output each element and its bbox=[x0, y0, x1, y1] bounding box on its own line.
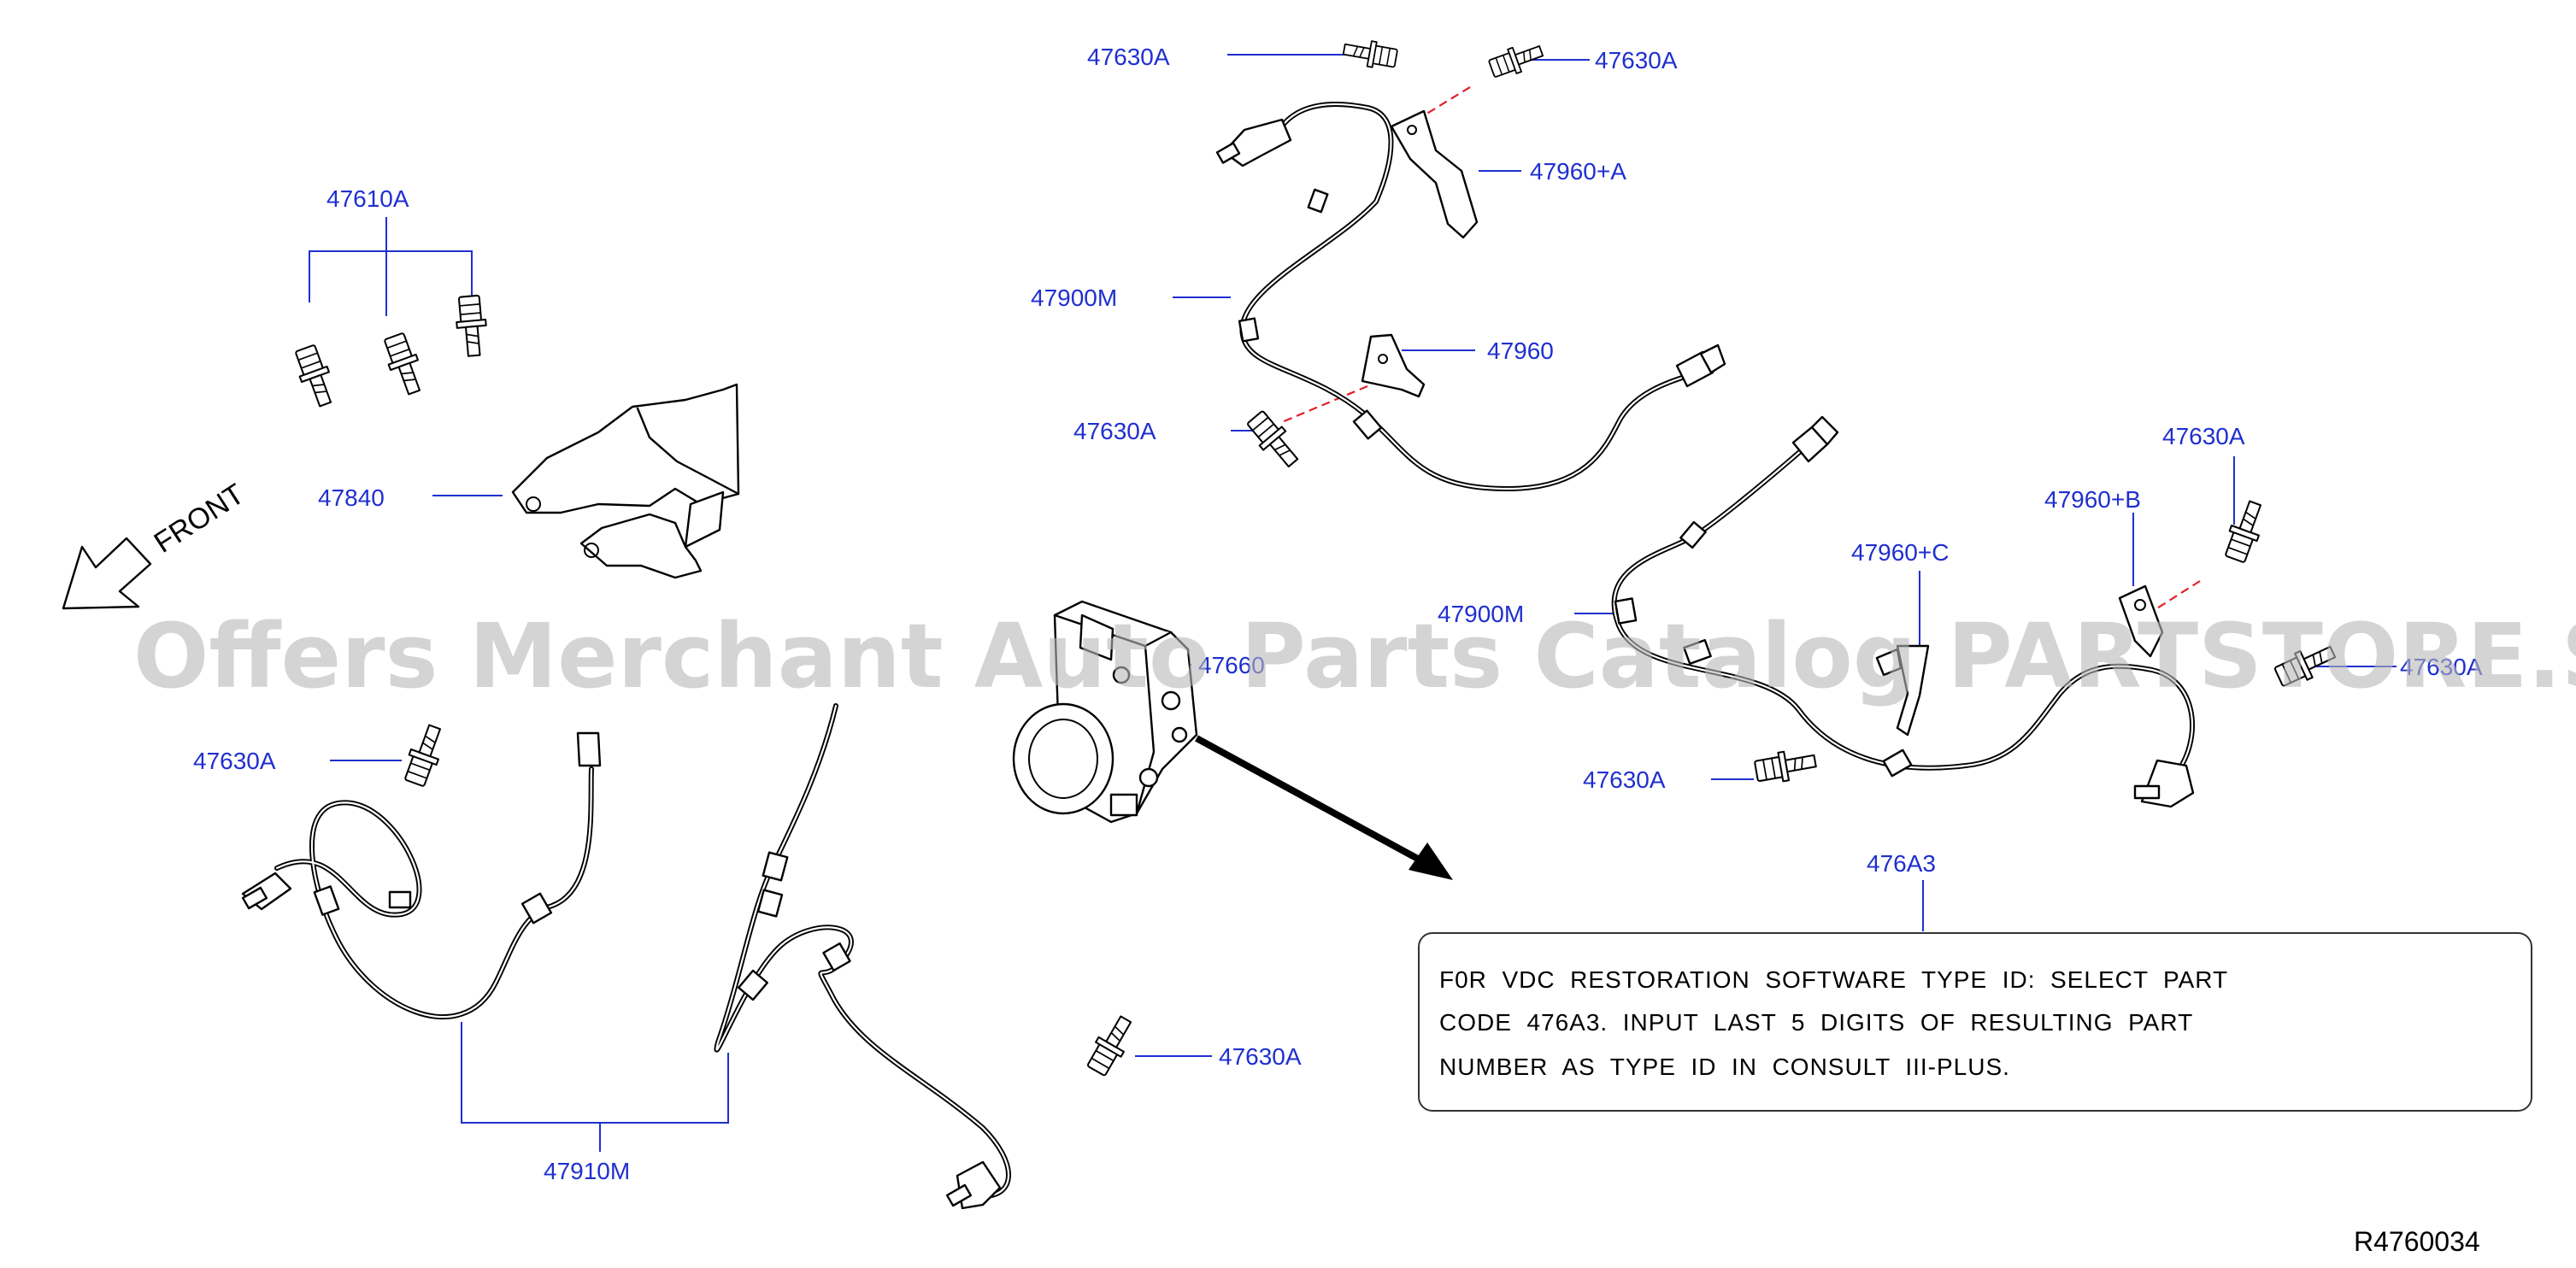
bracket-47840 bbox=[511, 383, 740, 579]
front-wheel-sensor-upper bbox=[1215, 102, 1726, 491]
bolt-icon bbox=[290, 342, 340, 410]
diagram-reference-number: R4760034 bbox=[2354, 1226, 2480, 1257]
label-bracket-c[interactable]: 47960+C bbox=[1851, 539, 1949, 566]
bolt-icon bbox=[453, 294, 490, 358]
note-line-2: CODE 476A3. INPUT LAST 5 DIGITS OF RESUL… bbox=[1439, 1009, 2193, 1036]
label-bracket-b[interactable]: 47960+B bbox=[2044, 486, 2141, 513]
bracket-47960 bbox=[1361, 333, 1426, 398]
abs-actuator-unit bbox=[1012, 600, 1198, 824]
bolt-icon bbox=[1341, 35, 1399, 73]
label-bolt-right-lower[interactable]: 47630A bbox=[1583, 766, 1666, 793]
label-rear-bolt-right[interactable]: 47630A bbox=[2162, 423, 2245, 449]
label-sensor-right[interactable]: 47900M bbox=[1438, 601, 1524, 627]
label-bolt-top-right[interactable]: 47630A bbox=[1595, 47, 1678, 73]
bracket-47960c bbox=[1875, 644, 1930, 737]
label-front-sensor-upper[interactable]: 47900M bbox=[1031, 285, 1117, 311]
label-bolt-top-left[interactable]: 47630A bbox=[1087, 44, 1170, 70]
bolt-icon bbox=[1243, 407, 1306, 473]
label-bolt-set[interactable]: 47610A bbox=[326, 185, 409, 212]
front-arrow: FRONT bbox=[62, 478, 250, 610]
direction-arrow bbox=[1195, 735, 1453, 880]
label-bolt-mid-left[interactable]: 47630A bbox=[1073, 418, 1156, 444]
label-rear-sensors[interactable]: 47910M bbox=[544, 1158, 630, 1184]
bolt-icon bbox=[379, 330, 429, 398]
front-wheel-sensor-right bbox=[1611, 415, 2195, 808]
watermark: Offers Merchant Auto Parts Catalog PARTS… bbox=[133, 604, 2576, 708]
note-line-1: F0R VDC RESTORATION SOFTWARE TYPE ID: SE… bbox=[1439, 966, 2228, 993]
part-labels: 47630A 47630A 47960+A 47610A 47900M 4796… bbox=[193, 44, 2483, 1184]
label-bolt-right-side[interactable]: 47630A bbox=[2400, 654, 2483, 680]
bolt-icon bbox=[1752, 745, 1819, 787]
label-actuator[interactable]: 47660 bbox=[1198, 652, 1265, 678]
label-bracket-47840[interactable]: 47840 bbox=[318, 484, 385, 511]
bolt-icon bbox=[2220, 497, 2270, 566]
rear-wheel-sensor-left bbox=[241, 731, 602, 1019]
bolt-icon bbox=[399, 721, 450, 790]
note-line-3: NUMBER AS TYPE ID IN CONSULT III-PLUS. bbox=[1439, 1054, 2010, 1080]
front-label: FRONT bbox=[149, 478, 250, 560]
label-bolt-lower-left[interactable]: 47630A bbox=[193, 748, 276, 774]
note-box: F0R VDC RESTORATION SOFTWARE TYPE ID: SE… bbox=[1418, 932, 2532, 1112]
bolt-icon bbox=[1082, 1011, 1139, 1079]
rear-wheel-sensor-right bbox=[714, 703, 1011, 1210]
label-bracket-a[interactable]: 47960+A bbox=[1530, 158, 1626, 185]
label-note-part[interactable]: 476A3 bbox=[1867, 850, 1936, 877]
bracket-47960a bbox=[1390, 109, 1479, 239]
label-bolt-lower-mid[interactable]: 47630A bbox=[1219, 1043, 1302, 1070]
label-bracket-mid[interactable]: 47960 bbox=[1487, 338, 1554, 364]
bracket-47960b bbox=[2118, 584, 2164, 658]
